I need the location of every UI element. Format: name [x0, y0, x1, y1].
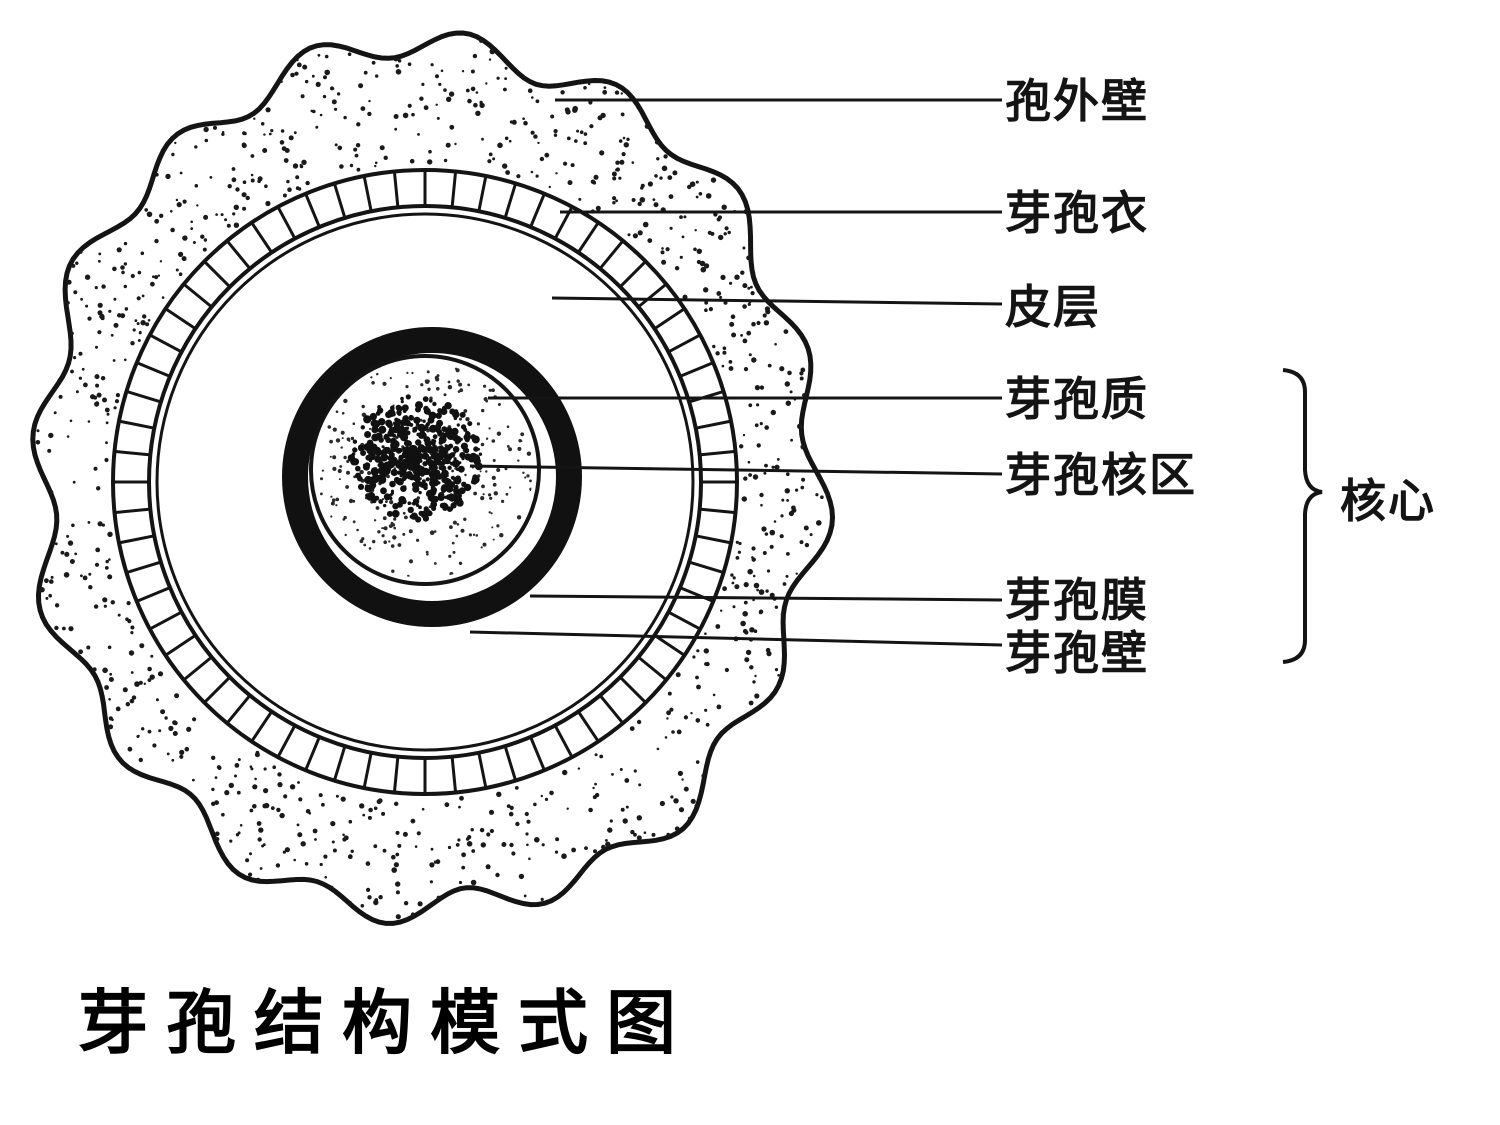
label-core-group: 核心 [1340, 474, 1436, 528]
label-spore-membrane: 芽孢膜 [1005, 573, 1149, 627]
leader-lines [469, 98, 1003, 647]
spore-wall-ring [282, 327, 582, 627]
leader-spore-wall [469, 630, 1003, 647]
leader-cortex [551, 296, 1003, 306]
figure-title: 芽孢结构模式图 [78, 981, 694, 1064]
label-spore-coat: 芽孢衣 [1005, 186, 1149, 240]
nuclear-region-blob [347, 394, 483, 523]
label-core-plasm: 芽孢质 [1005, 372, 1149, 426]
label-spore-wall: 芽孢壁 [1005, 626, 1149, 680]
label-exosporium: 孢外壁 [1005, 74, 1149, 128]
label-nuclear-region: 芽孢核区 [1005, 448, 1197, 502]
label-cortex: 皮层 [1005, 280, 1101, 334]
leader-spore-membrane [529, 594, 1003, 602]
core-group-brace [1282, 368, 1323, 664]
leader-nuclear-region [469, 464, 1003, 476]
